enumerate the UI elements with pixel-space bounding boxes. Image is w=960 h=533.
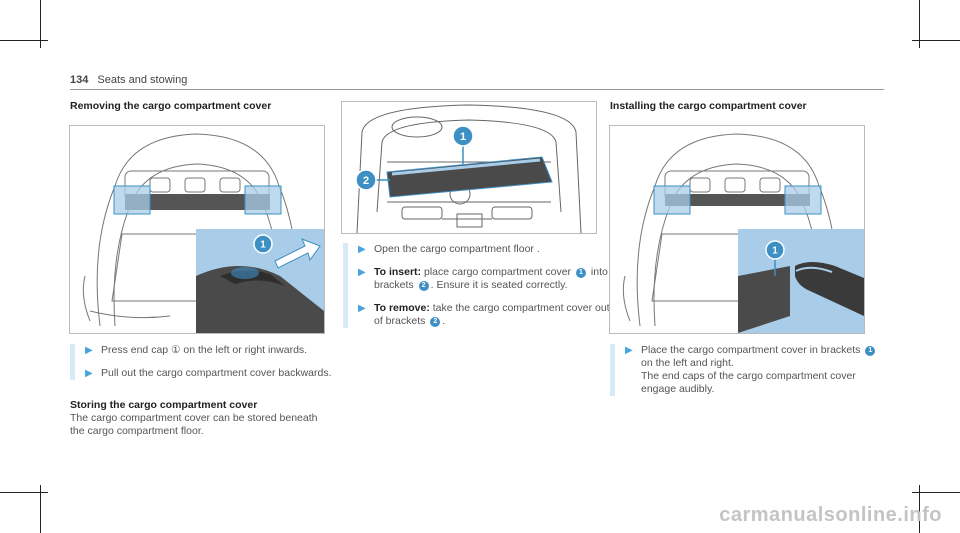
page-header: 134 Seats and stowing bbox=[70, 74, 187, 86]
step-item: ▶ Press end cap ① on the left or right i… bbox=[85, 344, 337, 357]
bracket-illustration: 1 2 bbox=[341, 101, 597, 234]
badge-1: 1 bbox=[865, 346, 876, 356]
badge-2: 2 bbox=[418, 281, 429, 291]
storing-block: Storing the cargo compartment cover The … bbox=[70, 399, 320, 438]
step-text: To remove: take the cargo compartment co… bbox=[374, 302, 610, 327]
installing-title: Installing the cargo compartment cover bbox=[610, 100, 807, 112]
arrow-icon: ▶ bbox=[358, 244, 366, 255]
step-item: ▶ Place the cargo compartment cover in b… bbox=[625, 344, 878, 396]
storing-title: Storing the cargo compartment cover bbox=[70, 399, 258, 411]
step-item: ▶ To remove: take the cargo compartment … bbox=[358, 302, 611, 328]
badge-2: 2 bbox=[430, 317, 441, 327]
storing-text: The cargo compartment cover can be store… bbox=[70, 412, 318, 437]
crop-mark bbox=[40, 0, 41, 48]
arrow-icon: ▶ bbox=[85, 345, 93, 356]
step-item: ▶ Pull out the cargo compartment cover b… bbox=[85, 367, 337, 380]
page-number: 134 bbox=[70, 74, 89, 86]
insert-label: To insert: bbox=[374, 266, 422, 278]
middle-steps: ▶ Open the cargo compartment floor . ▶ T… bbox=[343, 243, 611, 328]
watermark: carmanualsonline.info bbox=[719, 504, 942, 526]
callout-1: 1 bbox=[260, 240, 266, 251]
crop-mark bbox=[912, 492, 960, 493]
crop-mark bbox=[919, 0, 920, 48]
badge-1: 1 bbox=[575, 268, 586, 278]
arrow-icon: ▶ bbox=[358, 267, 366, 278]
installing-illustration: 1 bbox=[609, 125, 865, 334]
arrow-icon: ▶ bbox=[625, 345, 633, 356]
section-name: Seats and stowing bbox=[97, 74, 188, 86]
step-text: Press end cap ① on the left or right inw… bbox=[101, 344, 308, 356]
crop-mark bbox=[919, 485, 920, 533]
step-item: ▶ Open the cargo compartment floor . bbox=[358, 243, 611, 256]
arrow-icon: ▶ bbox=[358, 303, 366, 314]
crop-mark bbox=[0, 40, 48, 41]
step-text: Pull out the cargo compartment cover bac… bbox=[101, 367, 332, 379]
callout-2: 2 bbox=[363, 175, 369, 187]
callout-1: 1 bbox=[460, 131, 466, 143]
removing-steps: ▶ Press end cap ① on the left or right i… bbox=[70, 344, 337, 380]
installing-steps: ▶ Place the cargo compartment cover in b… bbox=[610, 344, 878, 396]
removing-title: Removing the cargo compartment cover bbox=[70, 100, 272, 112]
remove-label: To remove: bbox=[374, 302, 430, 314]
crop-mark bbox=[912, 40, 960, 41]
callout-1: 1 bbox=[772, 246, 778, 257]
header-divider bbox=[70, 89, 884, 90]
step-item: ▶ To insert: place cargo compartment cov… bbox=[358, 266, 611, 292]
step-text: Open the cargo compartment floor . bbox=[374, 243, 540, 255]
crop-mark bbox=[40, 485, 41, 533]
step-text: To insert: place cargo compartment cover… bbox=[374, 266, 608, 291]
step-text: Place the cargo compartment cover in bra… bbox=[641, 344, 878, 396]
crop-mark bbox=[0, 492, 48, 493]
arrow-icon: ▶ bbox=[85, 368, 93, 379]
removing-illustration: 1 bbox=[69, 125, 325, 334]
